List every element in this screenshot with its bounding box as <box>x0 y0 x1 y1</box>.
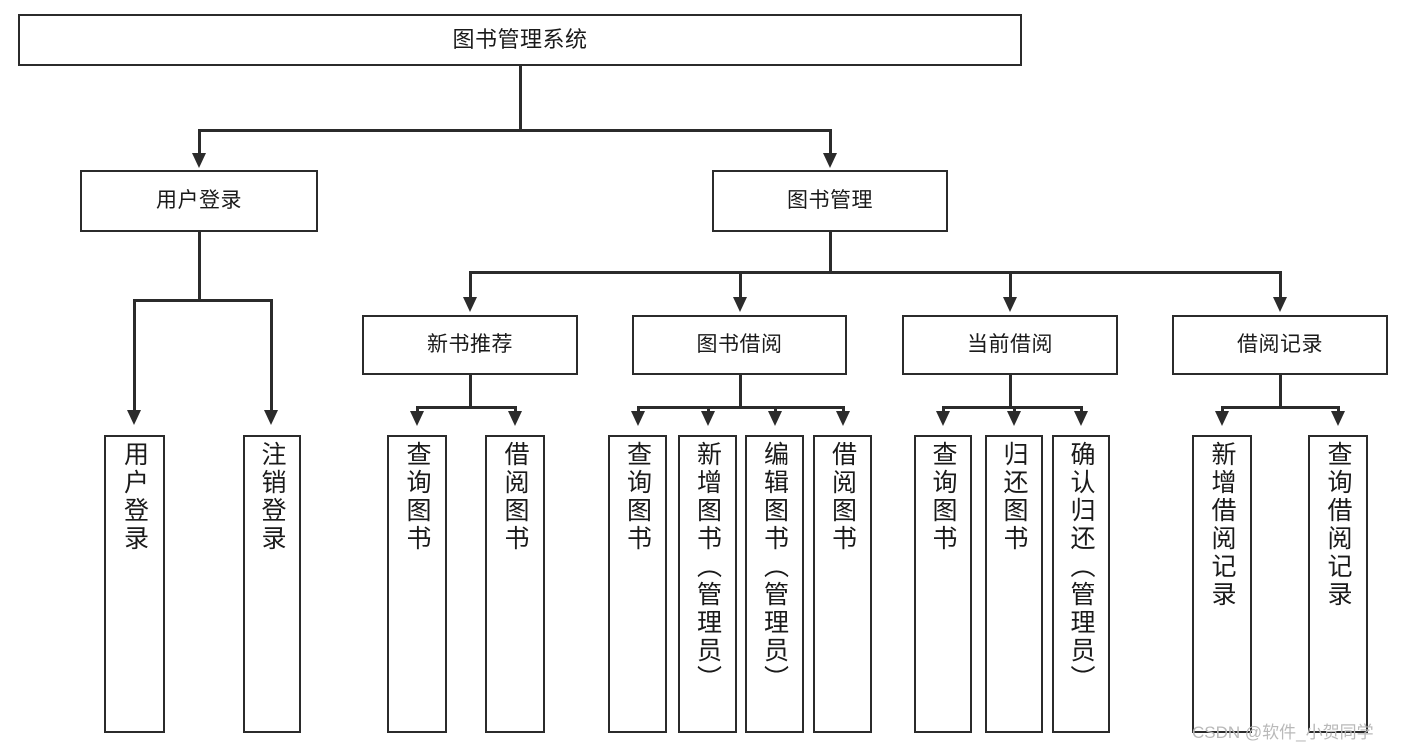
connector-drop-add-record <box>1221 406 1224 413</box>
node-leaf-query-book-cur-label: 查询图书 <box>929 441 957 553</box>
node-leaf-user-login-label: 用户登录 <box>120 441 149 553</box>
connector-drop-leaf-user-logout <box>270 299 273 412</box>
node-leaf-query-book-cur[interactable]: 查询图书 <box>914 435 972 733</box>
arrowhead-new-book-rec <box>463 297 477 312</box>
node-current-borrow[interactable]: 当前借阅 <box>902 315 1118 375</box>
arrowhead-add-record <box>1215 411 1229 426</box>
connector-drop-new-book-rec <box>469 271 472 299</box>
node-leaf-query-book-rec[interactable]: 查询图书 <box>387 435 447 733</box>
node-root-label: 图书管理系统 <box>452 26 588 52</box>
node-leaf-confirm-return-label: 确认归还（管理员） <box>1067 441 1095 693</box>
arrowhead-query-book-borrow <box>631 411 645 426</box>
connector-drop-borrow-book-rec <box>514 406 517 413</box>
node-leaf-edit-book[interactable]: 编辑图书（管理员） <box>745 435 804 733</box>
connector-current-borrow-bus <box>942 406 1081 409</box>
node-borrow-record-label: 借阅记录 <box>1237 333 1323 357</box>
connector-current-borrow-stem <box>1009 375 1012 408</box>
node-new-book-rec-label: 新书推荐 <box>427 333 513 357</box>
arrowhead-borrow-record <box>1273 297 1287 312</box>
connector-drop-confirm-return <box>1080 406 1083 413</box>
connector-drop-query-book-borrow <box>637 406 640 413</box>
arrowhead-user-login <box>192 153 206 168</box>
node-book-manage-label: 图书管理 <box>787 189 873 213</box>
connector-level2-bus <box>198 129 831 132</box>
arrowhead-edit-book <box>768 411 782 426</box>
connector-drop-leaf-user-login <box>133 299 136 412</box>
connector-drop-return-book <box>1013 406 1016 413</box>
node-leaf-return-book[interactable]: 归还图书 <box>985 435 1043 733</box>
node-book-borrow[interactable]: 图书借阅 <box>632 315 847 375</box>
connector-new-book-rec-stem <box>469 375 472 408</box>
connector-borrow-record-stem <box>1279 375 1282 408</box>
arrowhead-leaf-user-logout <box>264 410 278 425</box>
arrowhead-query-book-rec <box>410 411 424 426</box>
node-user-login[interactable]: 用户登录 <box>80 170 318 232</box>
node-leaf-add-record-label: 新增借阅记录 <box>1208 441 1236 609</box>
arrowhead-book-manage <box>823 153 837 168</box>
arrowhead-return-book <box>1007 411 1021 426</box>
connector-user-login-bus <box>133 299 270 302</box>
node-book-manage[interactable]: 图书管理 <box>712 170 948 232</box>
node-leaf-borrow-book-rec-label: 借阅图书 <box>501 441 529 553</box>
node-user-login-label: 用户登录 <box>156 189 242 213</box>
connector-drop-borrow-book <box>842 406 845 413</box>
node-leaf-query-record[interactable]: 查询借阅记录 <box>1308 435 1368 733</box>
connector-drop-current-borrow <box>1009 271 1012 299</box>
node-leaf-borrow-book-rec[interactable]: 借阅图书 <box>485 435 545 733</box>
node-leaf-user-login[interactable]: 用户登录 <box>104 435 165 733</box>
connector-user-login-stem <box>198 232 201 300</box>
node-leaf-add-record[interactable]: 新增借阅记录 <box>1192 435 1252 733</box>
connector-root-stem <box>519 66 522 130</box>
node-leaf-add-book[interactable]: 新增图书（管理员） <box>678 435 737 733</box>
node-borrow-record[interactable]: 借阅记录 <box>1172 315 1388 375</box>
arrowhead-book-borrow <box>733 297 747 312</box>
arrowhead-borrow-book-rec <box>508 411 522 426</box>
connector-drop-add-book <box>707 406 710 413</box>
connector-drop-book-borrow <box>739 271 742 299</box>
connector-level3-bus <box>469 271 1281 274</box>
arrowhead-query-book-cur <box>936 411 950 426</box>
connector-book-borrow-stem <box>739 375 742 408</box>
node-leaf-query-book-rec-label: 查询图书 <box>403 441 431 553</box>
connector-new-book-rec-bus <box>416 406 516 409</box>
csdn-watermark: CSDN @软件_小贺同学 <box>1192 723 1374 742</box>
connector-borrow-record-bus <box>1221 406 1339 409</box>
connector-drop-borrow-record <box>1279 271 1282 299</box>
node-leaf-add-book-label: 新增图书（管理员） <box>693 441 722 693</box>
node-leaf-user-logout-label: 注销登录 <box>258 441 286 553</box>
node-leaf-edit-book-label: 编辑图书（管理员） <box>760 441 789 693</box>
node-new-book-rec[interactable]: 新书推荐 <box>362 315 578 375</box>
connector-drop-query-record <box>1337 406 1340 413</box>
arrowhead-current-borrow <box>1003 297 1017 312</box>
arrowhead-add-book <box>701 411 715 426</box>
connector-book-manage-stem <box>829 232 832 273</box>
connector-drop-query-book-rec <box>416 406 419 413</box>
node-leaf-confirm-return[interactable]: 确认归还（管理员） <box>1052 435 1110 733</box>
connector-drop-user-login <box>198 129 201 155</box>
node-current-borrow-label: 当前借阅 <box>967 333 1053 357</box>
connector-drop-query-book-cur <box>942 406 945 413</box>
node-book-borrow-label: 图书借阅 <box>696 333 783 357</box>
node-leaf-query-book-borrow-label: 查询图书 <box>623 441 652 553</box>
arrowhead-borrow-book <box>836 411 850 426</box>
node-leaf-borrow-book[interactable]: 借阅图书 <box>813 435 872 733</box>
node-leaf-query-book-borrow[interactable]: 查询图书 <box>608 435 667 733</box>
arrowhead-confirm-return <box>1074 411 1088 426</box>
node-leaf-user-logout[interactable]: 注销登录 <box>243 435 301 733</box>
node-leaf-return-book-label: 归还图书 <box>1000 441 1028 553</box>
arrowhead-query-record <box>1331 411 1345 426</box>
arrowhead-leaf-user-login <box>127 410 141 425</box>
connector-drop-book-manage <box>829 129 832 155</box>
node-root[interactable]: 图书管理系统 <box>18 14 1022 66</box>
node-leaf-borrow-book-label: 借阅图书 <box>828 441 857 553</box>
node-leaf-query-record-label: 查询借阅记录 <box>1324 441 1352 609</box>
connector-drop-edit-book <box>774 406 777 413</box>
connector-book-borrow-bus <box>637 406 843 409</box>
